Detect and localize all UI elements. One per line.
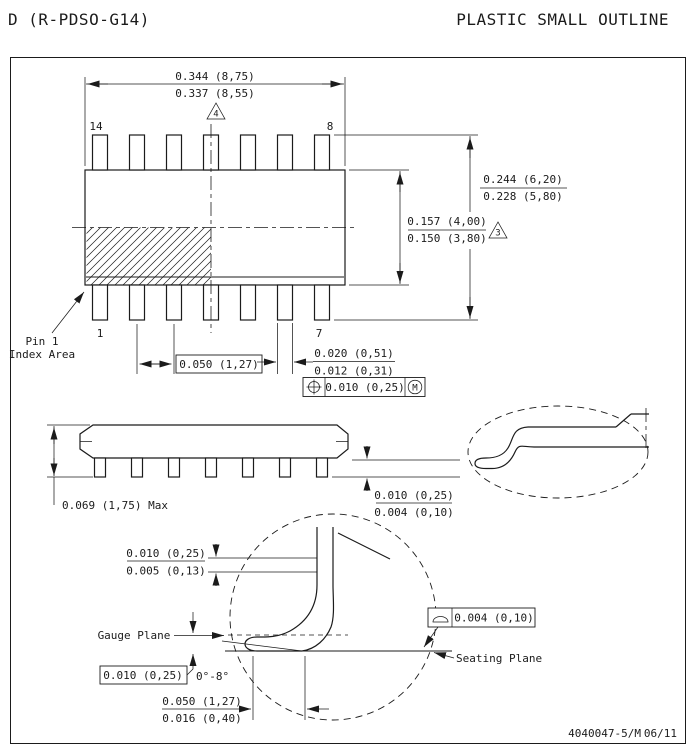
lead-angle: 0°-8° — [196, 640, 303, 683]
pin-lead — [165, 284, 183, 321]
dim-thickness-min: 0.005 (0,13) — [126, 565, 205, 578]
dim-body-width-min: 0.150 (3,80) — [407, 232, 486, 245]
dim-body-width-max: 0.157 (4,00) — [407, 215, 486, 228]
drawing-border — [10, 57, 686, 744]
dim-seating-flatness: 0.004 (0,10) — [454, 612, 533, 625]
pin-lead — [241, 457, 255, 478]
pin-lead — [91, 134, 109, 171]
pin-lead — [165, 134, 183, 171]
pin-lead — [93, 457, 107, 478]
package-body-profile — [79, 424, 349, 459]
pin-lead — [128, 134, 146, 171]
seating-plane: Seating Plane — [225, 650, 542, 665]
pin-number: 8 — [327, 120, 334, 133]
bent-lead-profile — [474, 426, 535, 470]
mmc-modifier-icon: M — [407, 379, 423, 395]
page-title: D (R-PDSO-G14) — [8, 10, 150, 29]
pin1-label-line2: Index Area — [9, 348, 75, 361]
note-number: 3 — [495, 229, 500, 239]
gauge-offset-dimension: 0.010 (0,25) — [99, 612, 197, 685]
dim-lead-width-max: 0.020 (0,51) — [314, 347, 393, 360]
top-pins-row-lower — [91, 284, 331, 321]
top-pins-row-upper — [91, 134, 331, 171]
dim-overall-width-max: 0.344 (8,75) — [175, 70, 254, 83]
dim-thickness-max: 0.010 (0,25) — [126, 547, 205, 560]
pin-lead — [276, 134, 294, 171]
dim-lead-span-min: 0.228 (5,80) — [483, 190, 562, 203]
pin-lead — [91, 284, 109, 321]
position-tolerance-frame: 0.010 (0,25) M — [302, 377, 426, 397]
page-subtitle: PLASTIC SMALL OUTLINE — [456, 10, 669, 29]
dim-gauge-to-seating: 0.010 (0,25) — [103, 669, 182, 682]
drawing-number: 4040047-5/M — [568, 727, 641, 740]
flatness-callout: 0.004 (0,10) — [423, 607, 536, 648]
flatness-symbol-icon — [432, 616, 449, 623]
pin1-label-line1: Pin 1 — [25, 335, 58, 348]
lead-bend-detail: 0.010 (0,25) 0.005 (0,13) Gauge Plane Se… — [98, 513, 542, 725]
lead-angle-value: 0°-8° — [196, 670, 229, 683]
dim-box — [99, 665, 188, 685]
footer-block: 4040047-5/M 06/11 — [568, 727, 677, 740]
standoff-dimension: 0.010 (0,25) 0.004 (0,10) — [332, 446, 460, 519]
dim-box — [175, 354, 263, 374]
pin-lead — [313, 134, 331, 171]
pin-lead — [315, 457, 329, 478]
side-pins — [93, 457, 329, 478]
pin-lead — [313, 284, 331, 321]
pin-lead — [128, 284, 146, 321]
pin-number: 1 — [97, 327, 104, 340]
pin-lead — [130, 457, 144, 478]
detail-circle — [467, 405, 649, 499]
note-number: 4 — [213, 110, 218, 120]
lead-span-dimension: 0.244 (6,20) 0.228 (5,80) — [334, 134, 567, 321]
seating-plane-label: Seating Plane — [456, 652, 542, 665]
pin-lead — [239, 134, 257, 171]
pin-number: 14 — [89, 120, 103, 133]
pin1-index-hatch — [86, 227, 211, 285]
dim-foot-length-max: 0.050 (1,27) — [162, 695, 241, 708]
position-tolerance-value: 0.010 (0,25) — [325, 381, 404, 394]
dim-lead-width-min: 0.012 (0,31) — [314, 365, 393, 378]
pin-lead — [204, 457, 218, 478]
overall-width-dimension: 0.344 (8,75) 0.337 (8,55) 4 — [84, 70, 346, 166]
position-symbol-icon — [306, 379, 322, 395]
top-view: 14 8 1 7 0.344 (8,75) 0.337 (8,55) 4 0.2… — [9, 70, 567, 397]
lead-thickness-dimension: 0.010 (0,25) 0.005 (0,13) — [126, 544, 317, 586]
note-triangle-icon — [488, 221, 508, 239]
mmc-modifier-letter: M — [412, 384, 418, 394]
gauge-plane: Gauge Plane — [98, 629, 348, 642]
pitch-dimension: 0.050 (1,27) — [136, 324, 263, 374]
foot-length-dimension: 0.050 (1,27) 0.016 (0,40) — [162, 656, 329, 725]
pin-lead — [276, 284, 294, 321]
pin-lead — [167, 457, 181, 478]
note-triangle-icon — [206, 102, 226, 120]
dim-lead-span-max: 0.244 (6,20) — [483, 173, 562, 186]
dim-pitch: 0.050 (1,27) — [179, 358, 258, 371]
revision-date: 06/11 — [644, 727, 677, 740]
pin-lead — [239, 284, 257, 321]
dim-standoff-min: 0.004 (0,10) — [374, 506, 453, 519]
dim-standoff-max: 0.010 (0,25) — [374, 489, 453, 502]
height-dimension: 0.069 (1,75) Max — [47, 424, 168, 512]
dim-box — [427, 607, 536, 628]
body-chamfer-line — [337, 532, 391, 560]
lead-width-dimension: 0.020 (0,51) 0.012 (0,31) — [257, 323, 395, 378]
pin-lead — [278, 457, 292, 478]
end-lead-detail — [467, 405, 649, 499]
dim-foot-length-min: 0.016 (0,40) — [162, 712, 241, 725]
body-width-dimension: 0.157 (4,00) 0.150 (3,80) 3 — [349, 169, 508, 286]
dim-overall-width-min: 0.337 (8,55) — [175, 87, 254, 100]
side-view: 0.069 (1,75) Max 0.010 (0,25) 0.004 (0,1… — [47, 424, 460, 519]
pin-number: 7 — [316, 327, 323, 340]
dim-height: 0.069 (1,75) Max — [62, 499, 168, 512]
pin1-index-label: Pin 1 Index Area — [9, 291, 85, 361]
title-block: D (R-PDSO-G14) PLASTIC SMALL OUTLINE — [8, 10, 669, 29]
gauge-plane-label: Gauge Plane — [98, 629, 171, 642]
